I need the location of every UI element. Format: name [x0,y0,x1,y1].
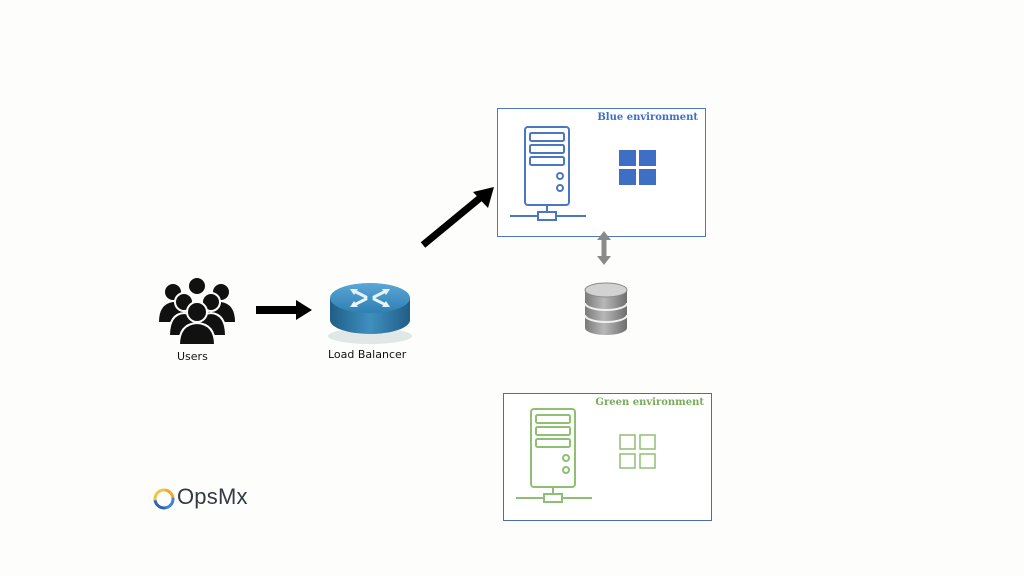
load-balancer-icon [328,283,412,344]
database-icon [584,282,628,335]
windows-icon [619,434,656,469]
windows-icon [619,150,656,185]
users-to-lb-arrow [256,300,312,320]
blue-db-double-arrow [597,231,611,265]
server-icon [516,408,592,503]
opsmx-logo-icon [153,488,175,510]
blue-environment-title: Blue environment [597,112,698,123]
lb-to-blue-arrow [420,187,494,248]
users-label: Users [177,350,208,363]
users-icon [159,276,235,346]
load-balancer-label: Load Balancer [328,348,407,361]
green-environment-title: Green environment [595,397,704,408]
server-icon [510,126,586,221]
brand-name: OpsMx [177,484,248,509]
